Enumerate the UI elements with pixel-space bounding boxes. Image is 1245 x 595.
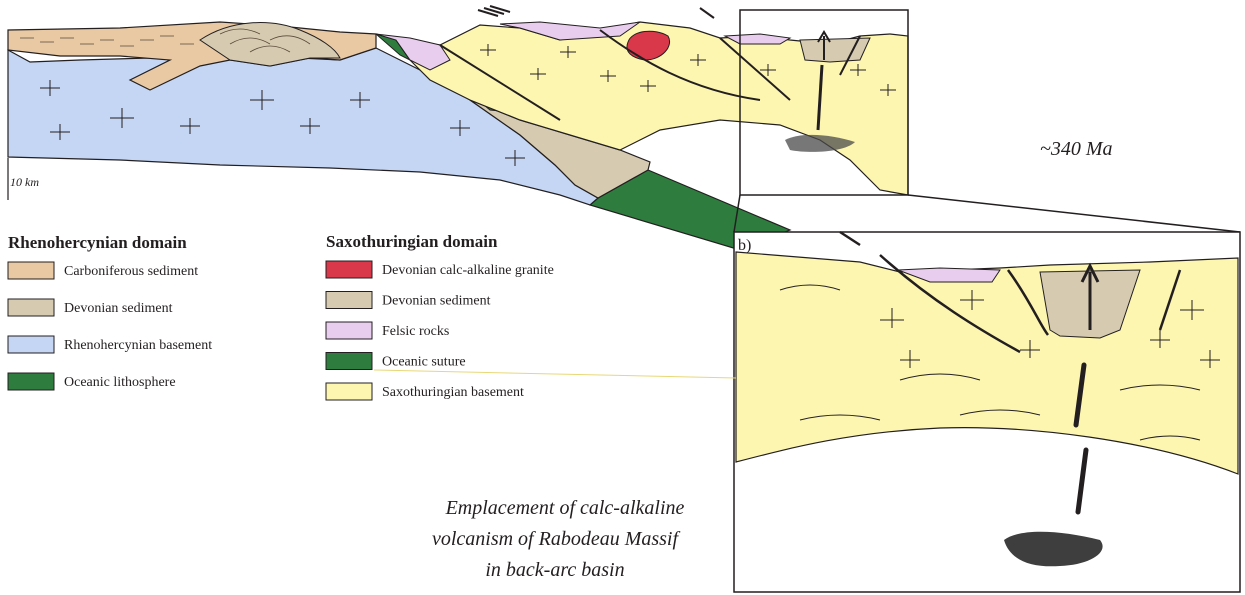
inset-panel: b) xyxy=(734,232,1240,592)
legend-saxothuringian: Saxothuringian domain Devonian calc-alka… xyxy=(326,232,554,400)
legend-label-saxothuringian-4: Saxothuringian basement xyxy=(382,385,524,400)
legend-heading-saxothuringian: Saxothuringian domain xyxy=(326,232,498,251)
legend-swatch-saxothuringian-1 xyxy=(326,292,372,309)
basin-sediment xyxy=(800,38,870,62)
legend-swatch-saxothuringian-2 xyxy=(326,322,372,339)
legend-label-rhenohercynian-2: Rhenohercynian basement xyxy=(64,338,212,353)
legend-label-saxothuringian-3: Oceanic suture xyxy=(382,355,466,370)
legend-swatch-saxothuringian-0 xyxy=(326,261,372,278)
legend-label-rhenohercynian-1: Devonian sediment xyxy=(64,301,173,316)
legend-swatch-rhenohercynian-1 xyxy=(8,299,54,316)
legend-swatch-rhenohercynian-2 xyxy=(8,336,54,353)
inset-label: b) xyxy=(738,237,751,254)
main-section xyxy=(8,6,908,250)
legend-label-rhenohercynian-0: Carboniferous sediment xyxy=(64,264,198,279)
legend-leader-line xyxy=(374,370,736,378)
legend-heading-rhenohercynian: Rhenohercynian domain xyxy=(8,233,187,252)
caption-line-1: Emplacement of calc-alkaline xyxy=(445,497,685,519)
legend-label-saxothuringian-2: Felsic rocks xyxy=(382,324,449,339)
legend-label-saxothuringian-1: Devonian sediment xyxy=(382,294,491,309)
legend-swatch-saxothuringian-3 xyxy=(326,353,372,370)
age-label: ~340 Ma xyxy=(1040,138,1112,160)
legend-rhenohercynian: Rhenohercynian domain Carboniferous sedi… xyxy=(8,233,212,390)
scale-bar-label: 10 km xyxy=(10,175,39,189)
shear-arrows xyxy=(478,6,714,18)
legend-label-rhenohercynian-3: Oceanic lithosphere xyxy=(64,375,176,390)
caption: Emplacement of calc-alkaline volcanism o… xyxy=(432,497,685,581)
inset-connector-right xyxy=(908,195,1240,232)
caption-line-2: volcanism of Rabodeau Massif xyxy=(432,528,681,550)
legend-swatch-rhenohercynian-0 xyxy=(8,262,54,279)
legend-swatch-rhenohercynian-3 xyxy=(8,373,54,390)
legend-label-saxothuringian-0: Devonian calc-alkaline granite xyxy=(382,263,554,278)
legend-swatch-saxothuringian-4 xyxy=(326,383,372,400)
caption-line-3: in back-arc basin xyxy=(485,559,624,581)
